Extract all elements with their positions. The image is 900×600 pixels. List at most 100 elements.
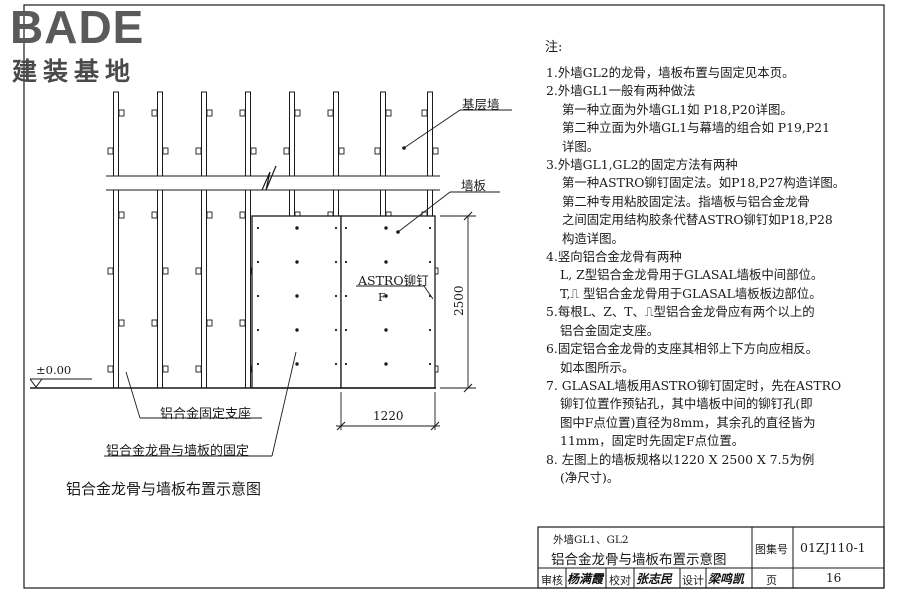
rivet bbox=[384, 362, 388, 366]
bracket bbox=[151, 319, 158, 327]
note-item: 6.固定铝合金龙骨的支座其相邻上下方向应相反。 bbox=[546, 341, 819, 357]
note-line: 铝合金固定支座。 bbox=[560, 322, 660, 338]
note-line: 第二种专用粘胶固定法。指墙板与铝合金龙骨 bbox=[562, 193, 810, 209]
tb-page-no: 16 bbox=[826, 571, 842, 585]
note-item: 5.每根L、Z、T、⎍型铝合金龙骨应有两个以上的 bbox=[546, 304, 815, 320]
bracket bbox=[239, 211, 246, 219]
note-line: 详图。 bbox=[562, 138, 600, 154]
bracket bbox=[250, 147, 257, 155]
bracket bbox=[385, 109, 392, 117]
note-line: 构造详图。 bbox=[562, 230, 624, 246]
rivet bbox=[428, 226, 432, 230]
tb-title: 铝合金龙骨与墙板布置示意图 bbox=[551, 552, 727, 568]
bracket bbox=[195, 267, 202, 275]
tb-check-label: 校对 bbox=[609, 574, 631, 587]
bracket bbox=[195, 365, 202, 373]
rivet bbox=[384, 294, 388, 298]
rivet bbox=[334, 362, 338, 366]
dim-height-tick-bottom bbox=[463, 383, 473, 393]
label-bracket: 铝合金固定支座 bbox=[160, 407, 252, 422]
dim-height-tick-top bbox=[463, 211, 473, 221]
note-item: 3.外墙GL1,GL2的固定方法有两种 bbox=[546, 157, 738, 173]
bracket bbox=[206, 319, 213, 327]
note-line: 之间固定用结构胶条代替ASTRO铆钉如P18,P28 bbox=[562, 212, 833, 228]
note-line: 如本图所示。 bbox=[560, 359, 635, 375]
rivet bbox=[344, 362, 348, 366]
note-line: 图中F点位置)直径为8mm，其余孔的直径皆为 bbox=[560, 414, 816, 430]
note-line: (净尺寸)。 bbox=[560, 469, 620, 485]
dim-width-tick-left bbox=[336, 421, 346, 431]
label-panel: 墙板 bbox=[461, 178, 487, 193]
rivet bbox=[428, 260, 432, 264]
label-fixing: 铝合金龙骨与墙板的固定 bbox=[106, 444, 250, 459]
rivet bbox=[334, 328, 338, 332]
stud bbox=[245, 91, 251, 389]
title-block-frame bbox=[537, 526, 885, 589]
note-item: 4.竖向铝合金龙骨有两种 bbox=[546, 249, 682, 265]
bracket bbox=[327, 109, 334, 117]
stud bbox=[113, 91, 119, 389]
bracket bbox=[162, 267, 169, 275]
bracket bbox=[239, 109, 246, 117]
note-item: 2.外墙GL1一般有两种做法 bbox=[546, 83, 696, 99]
label-rivet: ASTRO铆钉 bbox=[358, 273, 429, 288]
bracket bbox=[374, 147, 381, 155]
rivet bbox=[344, 260, 348, 264]
tb-page-label: 页 bbox=[766, 574, 777, 587]
leader-rivet bbox=[423, 285, 434, 300]
bracket bbox=[283, 147, 290, 155]
bracket bbox=[151, 211, 158, 219]
dim-width-tick-right bbox=[430, 421, 440, 431]
elevation-mark-triangle bbox=[29, 378, 43, 388]
note-line: 11mm，固定时先固定F点位置。 bbox=[560, 433, 745, 449]
rivet bbox=[295, 226, 299, 230]
rivet bbox=[295, 294, 299, 298]
rivet bbox=[334, 294, 338, 298]
note-item: 1.外墙GL2的龙骨，墙板布置与固定见本页。 bbox=[546, 65, 795, 80]
note-line: L, Z型铝合金龙骨用于GLASAL墙板中间部位。 bbox=[560, 267, 824, 283]
dim-height-text: 2500 bbox=[452, 285, 466, 316]
rivet bbox=[384, 260, 388, 264]
sheet-border bbox=[23, 4, 885, 589]
note-item: 7. GLASAL墙板用ASTRO铆钉固定时，先在ASTRO bbox=[546, 377, 842, 393]
break-band bbox=[106, 176, 440, 190]
rivet bbox=[256, 226, 260, 230]
break-symbol bbox=[261, 165, 277, 191]
bracket bbox=[162, 147, 169, 155]
bracket bbox=[118, 319, 125, 327]
rivet bbox=[256, 260, 260, 264]
tb-sig-review: 杨满霞 bbox=[567, 572, 604, 586]
wall-panel-right bbox=[340, 215, 436, 389]
rivet bbox=[295, 362, 299, 366]
logo-subtitle: 建装基地 bbox=[12, 57, 137, 86]
note-line: 第二种立面为外墙GL1与幕墙的组合如 P19,P21 bbox=[562, 120, 830, 136]
rivet bbox=[295, 260, 299, 264]
stud bbox=[157, 91, 163, 389]
bracket bbox=[421, 109, 428, 117]
note-line: T,⎍ 型铝合金龙骨用于GLASAL墙板板边部位。 bbox=[560, 285, 822, 301]
tb-sig-check: 张志民 bbox=[636, 572, 673, 586]
rivet bbox=[334, 226, 338, 230]
rivet bbox=[334, 260, 338, 264]
bracket bbox=[118, 109, 125, 117]
tb-atlas-label: 图集号 bbox=[755, 543, 788, 556]
stud bbox=[201, 91, 207, 389]
rivet-group bbox=[256, 226, 432, 366]
note-item: 8. 左图上的墙板规格以1220 X 2500 X 7.5为例 bbox=[546, 451, 815, 467]
rivet bbox=[256, 294, 260, 298]
drawing-caption: 铝合金龙骨与墙板布置示意图 bbox=[66, 480, 262, 498]
label-dim-width: 1220 bbox=[373, 409, 404, 423]
bracket bbox=[118, 211, 125, 219]
logo-text: BADE bbox=[10, 1, 145, 53]
tb-atlas-no: 01ZJ110-1 bbox=[800, 540, 866, 555]
note-line: 第一种ASTRO铆钉固定法。如P18,P27构造详图。 bbox=[562, 175, 846, 191]
notes-title: 注: bbox=[545, 40, 563, 55]
rivet bbox=[384, 328, 388, 332]
rivet bbox=[344, 294, 348, 298]
rivet bbox=[428, 328, 432, 332]
label-elevation: ±0.00 bbox=[36, 363, 72, 377]
bracket bbox=[432, 147, 439, 155]
rivet bbox=[256, 362, 260, 366]
bracket bbox=[239, 319, 246, 327]
leader-base-wall bbox=[403, 109, 461, 149]
